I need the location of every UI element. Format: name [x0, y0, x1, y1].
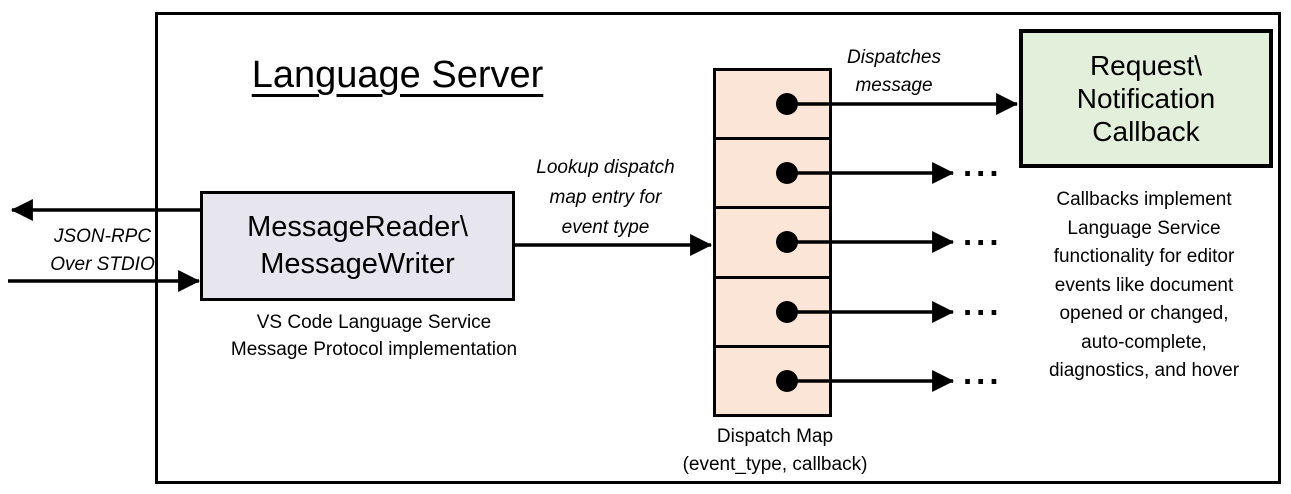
- ellipsis-more-callbacks: ...: [963, 146, 1003, 183]
- dispatches-message-label: Dispatches message: [847, 47, 941, 96]
- dispatch-map-cell: [716, 71, 829, 141]
- json-rpc-stdio-label: JSON-RPC Over STDIO: [50, 226, 155, 275]
- dispatch-map-cell: [716, 348, 829, 414]
- dispatch-map-cell: [716, 140, 829, 210]
- diagram-title: Language Server: [251, 54, 544, 96]
- ellipsis-more-callbacks: ...: [963, 215, 1003, 252]
- dispatch-map-cell: [716, 209, 829, 279]
- dispatch-map-node: [713, 68, 832, 417]
- dispatch-map-caption: Dispatch Map (event_type, callback): [682, 426, 868, 475]
- reader-caption: VS Code Language Service Message Protoco…: [230, 312, 518, 360]
- message-reader-writer-node: MessageReader\ MessageWriter: [200, 191, 515, 301]
- request-notification-callback-node: Request\ Notification Callback: [1019, 29, 1273, 168]
- request-notification-callback-label: Request\ Notification Callback: [1076, 50, 1216, 147]
- lookup-dispatch-label: Lookup dispatch map entry for event type: [536, 157, 675, 238]
- callback-caption: Callbacks implement Language Service fun…: [1048, 189, 1240, 381]
- language-server-boundary: [155, 12, 1281, 484]
- message-reader-writer-label: MessageReader\ MessageWriter: [247, 211, 468, 280]
- ellipsis-more-callbacks: ...: [963, 354, 1003, 391]
- ellipsis-more-callbacks: ...: [963, 285, 1003, 322]
- dispatch-map-cell: [716, 279, 829, 348]
